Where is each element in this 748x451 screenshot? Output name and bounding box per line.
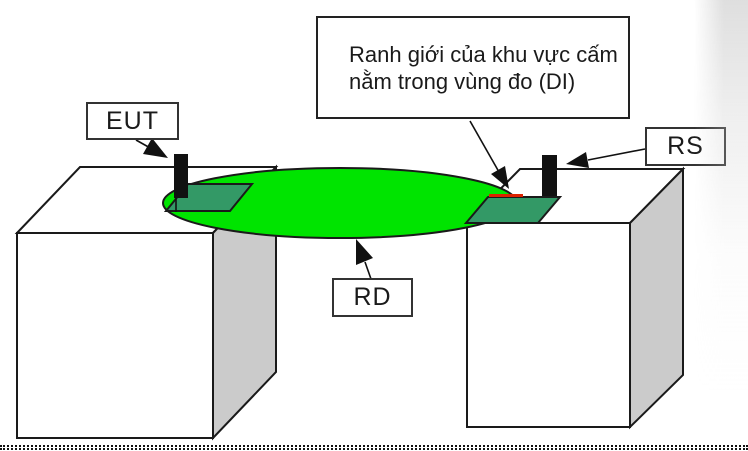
rd-label-text: RD bbox=[353, 283, 392, 311]
bottom-dotted-rule-1 bbox=[0, 445, 748, 447]
callout-box: Ranh giới của khu vực cấm nằm trong vùng… bbox=[316, 16, 630, 119]
rs-pointer-arrowhead bbox=[566, 152, 589, 168]
rs-pointer-line bbox=[587, 148, 646, 161]
rd-pointer-line bbox=[364, 261, 372, 280]
callout-pointer-line bbox=[469, 120, 500, 173]
rs-antenna bbox=[542, 155, 557, 198]
rs-label-text: RS bbox=[667, 132, 704, 160]
right-table-front-face bbox=[466, 222, 631, 428]
callout-text-line-2: nằm trong vùng đo (DI) bbox=[349, 69, 576, 94]
bottom-dotted-rule-2 bbox=[0, 448, 748, 450]
eut-pointer-arrowhead bbox=[143, 138, 168, 158]
eut-label-box: EUT bbox=[86, 102, 179, 140]
left-table-front-face bbox=[16, 232, 214, 439]
rs-antenna-pad bbox=[463, 196, 563, 224]
rs-label-box: RS bbox=[645, 127, 726, 166]
callout-text-line-1: Ranh giới của khu vực cấm bbox=[349, 42, 618, 67]
callout-pointer-arrowhead bbox=[491, 166, 509, 189]
rd-label-box: RD bbox=[332, 278, 413, 317]
page-edge-shade bbox=[694, 0, 748, 392]
rd-pointer-arrowhead bbox=[356, 239, 373, 265]
eut-antenna bbox=[174, 154, 188, 198]
eut-label-text: EUT bbox=[106, 106, 159, 135]
